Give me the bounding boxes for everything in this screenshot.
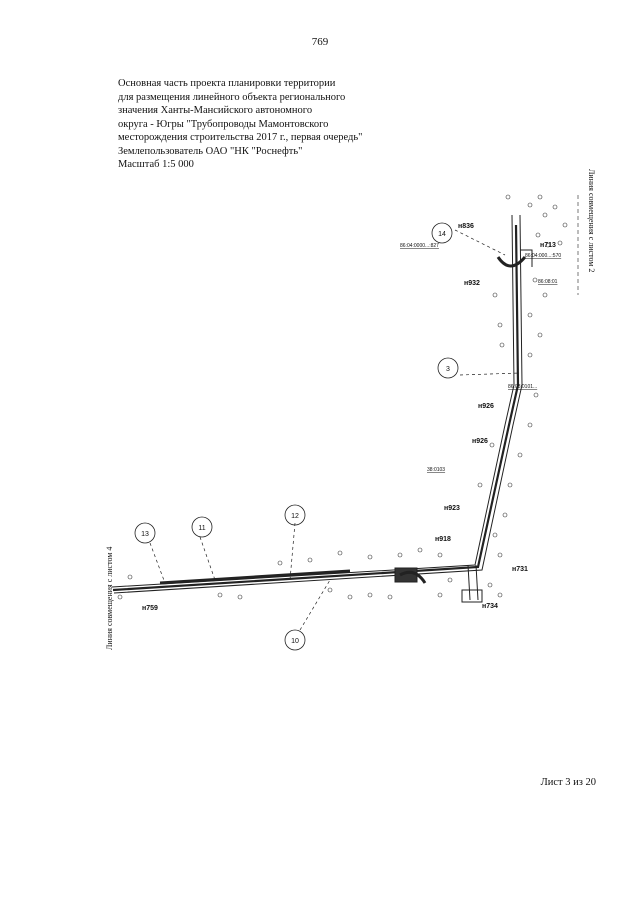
match-line-label-left: Линия совмещения с листом 4 <box>105 546 114 650</box>
point-label: н731 <box>512 566 528 573</box>
callout-12: 12 <box>291 513 299 520</box>
match-line-label-right: Линия совмещения с листом 2 <box>587 169 596 273</box>
point-label: н836 <box>458 223 474 230</box>
point-label: н734 <box>482 603 498 610</box>
callout-10: 10 <box>291 638 299 645</box>
title-line: Основная часть проекта планировки террит… <box>118 78 336 89</box>
page-number: 769 <box>311 36 329 48</box>
point-label: н926 <box>472 438 488 445</box>
callout-11: 11 <box>198 525 205 532</box>
point-label: н918 <box>435 536 451 543</box>
point-label: н932 <box>464 280 480 287</box>
title-line: округа - Югры "Трубопроводы Мамонтовског… <box>118 118 329 130</box>
callout-3: 3 <box>446 366 450 373</box>
landowner-line: Землепользователь ОАО "НК "Роснефть" <box>118 145 303 157</box>
site-plan-map: 14 3 13 11 12 10 н836 н713 н932 н926 н92… <box>111 194 579 651</box>
point-label: н926 <box>478 403 494 410</box>
title-line: для размещения линейного объекта региона… <box>118 91 346 103</box>
cadastral-label: 86:04:000...:570 <box>525 253 561 259</box>
pipeline-corridor-inner <box>113 214 523 594</box>
cadastral-label: 86:08:0101... <box>508 384 537 390</box>
pipeline-axis <box>112 224 520 592</box>
point-label: н923 <box>444 505 460 512</box>
pipeline-corridor-outer <box>111 214 515 588</box>
callout-13: 13 <box>141 531 149 538</box>
cadastral-label: 38:0103 <box>427 467 445 473</box>
title-line: месторождения строительства 2017 г., пер… <box>118 132 363 143</box>
point-label: н713 <box>540 242 556 249</box>
cadastral-label: 86:04:0000...:827 <box>400 243 439 249</box>
document-title-block: Основная часть проекта планировки террит… <box>118 77 418 172</box>
title-line: значения Ханты-Мансийского автономного <box>118 105 313 116</box>
scale-line: Масштаб 1:5 000 <box>118 159 194 170</box>
sheet-number: Лист 3 из 20 <box>540 777 596 788</box>
point-label: н759 <box>142 605 158 612</box>
cadastral-label: 86:08:01 <box>538 279 558 285</box>
callout-14: 14 <box>438 231 446 238</box>
